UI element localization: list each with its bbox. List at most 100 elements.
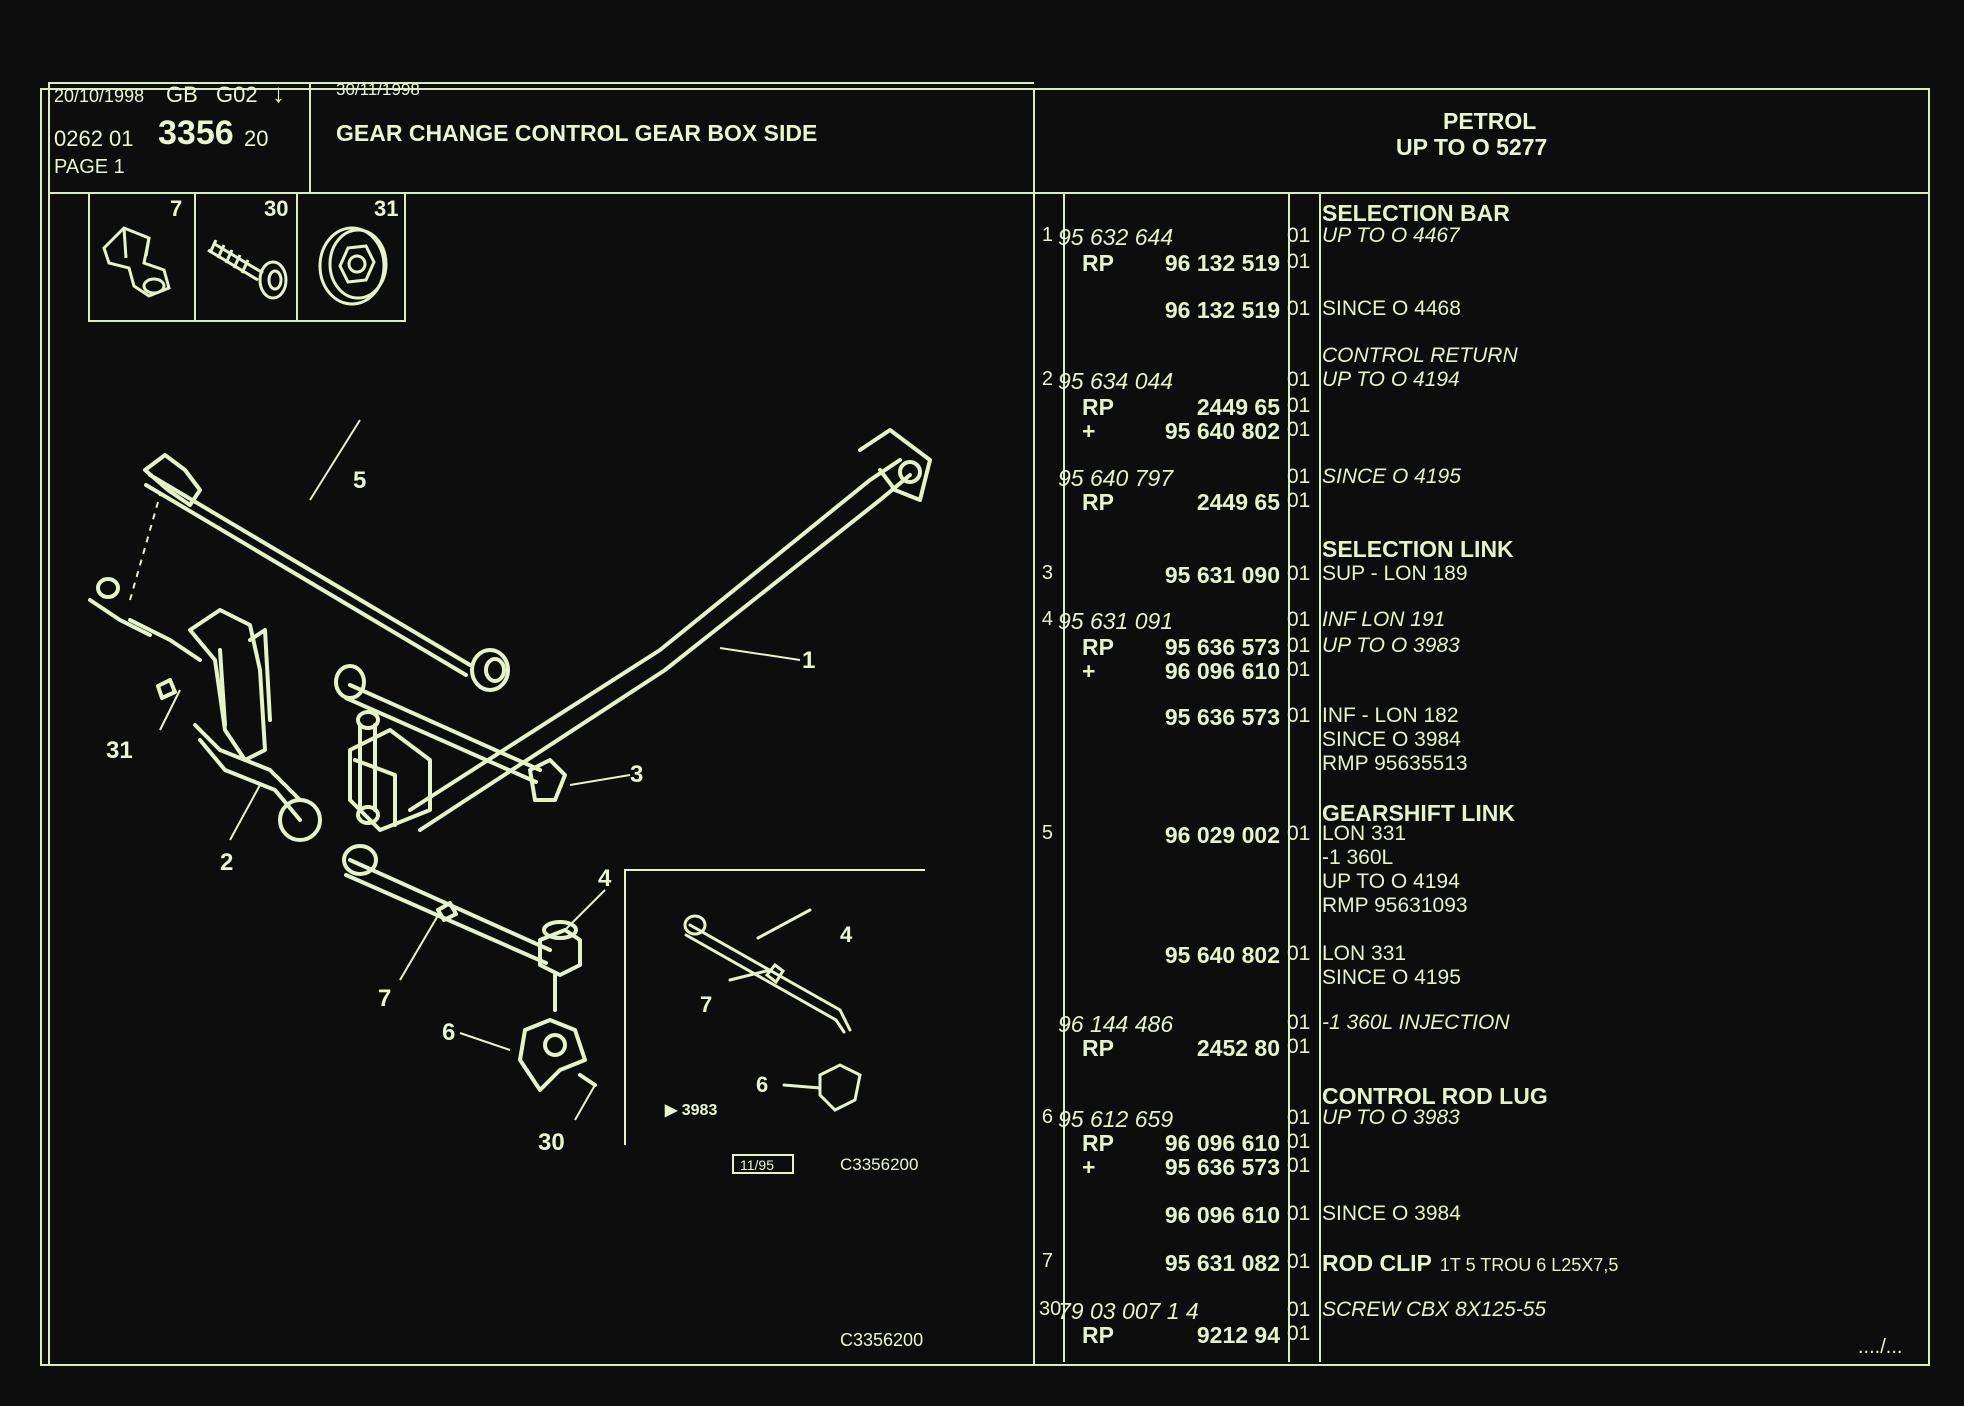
header-bottom-line-left [48, 192, 1034, 194]
parts-row: UP TO O 4194 [0, 870, 1964, 896]
header-group-code: G02 [216, 82, 258, 107]
parts-number-cell: 95 631 082 [1058, 1250, 1280, 1277]
parts-ref: 30 [1039, 1298, 1062, 1320]
callout-2: 2 [220, 849, 233, 876]
parts-row: GEARSHIFT LINK [0, 800, 1964, 826]
parts-row: 95 640 802 01 LON 331 [0, 942, 1964, 968]
parts-description: GEARSHIFT LINK [1322, 800, 1515, 827]
parts-prefix: RP [1082, 634, 1114, 660]
parts-row: 95 640 797 01 SINCE O 4195 [0, 465, 1964, 491]
parts-ref: 1 [1041, 224, 1053, 246]
parts-qty: 01 [1287, 297, 1311, 320]
parts-prefix: RP [1082, 250, 1114, 276]
parts-number-cell: 95 612 659 [1058, 1106, 1280, 1133]
parts-number-cell: RP 2452 80 [1058, 1035, 1280, 1062]
parts-ref: 3 [1041, 562, 1053, 584]
parts-description-text: LON 331 [1322, 942, 1407, 965]
parts-qty: 01 [1287, 224, 1311, 247]
parts-number: 95 632 644 [1058, 224, 1174, 250]
parts-description-text: SELECTION LINK [1322, 536, 1514, 562]
parts-qty: 01 [1287, 418, 1311, 441]
parts-ref: 2 [1041, 368, 1053, 390]
parts-number-cell: 95 631 091 [1058, 608, 1280, 635]
parts-description: SELECTION LINK [1322, 536, 1514, 563]
parts-number: 95 631 091 [1058, 608, 1174, 634]
nut-icon [318, 226, 388, 306]
parts-description: -1 360L [1322, 846, 1393, 870]
range-label: UP TO O 5277 [1396, 134, 1548, 160]
parts-description: SINCE O 4195 [1322, 465, 1461, 489]
parts-qty: 01 [1287, 394, 1311, 417]
parts-qty: 01 [1287, 1322, 1311, 1345]
parts-number-cell: +96 096 610 [1058, 658, 1280, 685]
parts-qty: 01 [1287, 465, 1311, 488]
parts-row: RMP 95631093 [0, 894, 1964, 920]
parts-qty: 01 [1287, 1011, 1311, 1034]
parts-description-text: LON 331 [1322, 822, 1407, 845]
header-sep [309, 84, 311, 194]
callout-6: 6 [442, 1019, 455, 1046]
parts-number: 95 631 082 [1164, 1250, 1280, 1276]
parts-description: SUP - LON 189 [1322, 562, 1468, 586]
parts-description: CONTROL RETURN [1322, 344, 1518, 368]
parts-qty: 01 [1287, 942, 1311, 965]
parts-prefix: RP [1082, 1035, 1114, 1061]
parts-description: RMP 95635513 [1322, 752, 1468, 776]
parts-description: SINCE O 4195 [1322, 966, 1461, 990]
parts-number-cell [1058, 966, 1280, 993]
parts-row: SINCE O 3984 [0, 728, 1964, 754]
parts-row: +96 096 610 01 [0, 658, 1964, 684]
parts-description-text: SINCE O 4468 [1322, 297, 1461, 320]
callout-31: 31 [106, 737, 133, 764]
parts-description-text: INF LON 191 [1322, 608, 1446, 631]
parts-qty: 01 [1287, 250, 1311, 273]
parts-description-text: GEARSHIFT LINK [1322, 800, 1515, 826]
parts-description: INF LON 191 [1322, 608, 1445, 632]
parts-row: CONTROL RETURN [0, 344, 1964, 370]
callout-3: 3 [630, 761, 643, 788]
inset-date: 11/95 [740, 1157, 774, 1173]
parts-number: 96 132 519 [1164, 250, 1280, 276]
parts-number-cell: 96 144 486 [1058, 1011, 1280, 1038]
inset-callout-4: 4 [840, 922, 853, 947]
parts-number-cell: 95 640 797 [1058, 465, 1280, 492]
parts-number-cell [1058, 870, 1280, 897]
inset-callout-6: 6 [756, 1072, 768, 1097]
page-title: GEAR CHANGE CONTROL GEAR BOX SIDE [336, 120, 818, 146]
parts-prefix: RP [1082, 394, 1114, 420]
callout-30: 30 [538, 1129, 565, 1156]
exploded-diagram: 5 1 3 31 2 4 7 6 30 4 7 6 ▶ 3983 11/95 C… [88, 419, 932, 1350]
header-date-right: 30/11/1998 [336, 80, 420, 99]
callout-1: 1 [802, 647, 815, 674]
parts-row: SELECTION LINK [0, 536, 1964, 562]
parts-number-cell: 95 640 802 [1058, 942, 1280, 969]
parts-number: 79 03 007 1 4 [1058, 1298, 1199, 1324]
parts-description-text: SINCE O 4195 [1322, 465, 1461, 488]
thumb-number-7: 7 [170, 196, 183, 221]
parts-col-ref-sep [1063, 192, 1065, 1362]
parts-description-text: RMP 95631093 [1322, 894, 1468, 917]
header-lang-code: GB [166, 82, 198, 107]
callout-7: 7 [378, 985, 391, 1012]
callout-5: 5 [353, 467, 366, 494]
parts-col-qty-sep [1288, 192, 1290, 1362]
parts-description-text: CONTROL ROD LUG [1322, 1083, 1548, 1109]
parts-qty: 01 [1287, 368, 1311, 391]
parts-number-cell: +95 640 802 [1058, 418, 1280, 445]
parts-ref: 5 [1041, 822, 1053, 844]
parts-description: INF - LON 182 [1322, 704, 1459, 728]
parts-description-text: -1 360L [1322, 846, 1394, 869]
parts-qty: 01 [1287, 658, 1311, 681]
parts-number: 96 096 610 [1164, 1202, 1280, 1228]
parts-number: 2452 80 [1196, 1035, 1280, 1061]
